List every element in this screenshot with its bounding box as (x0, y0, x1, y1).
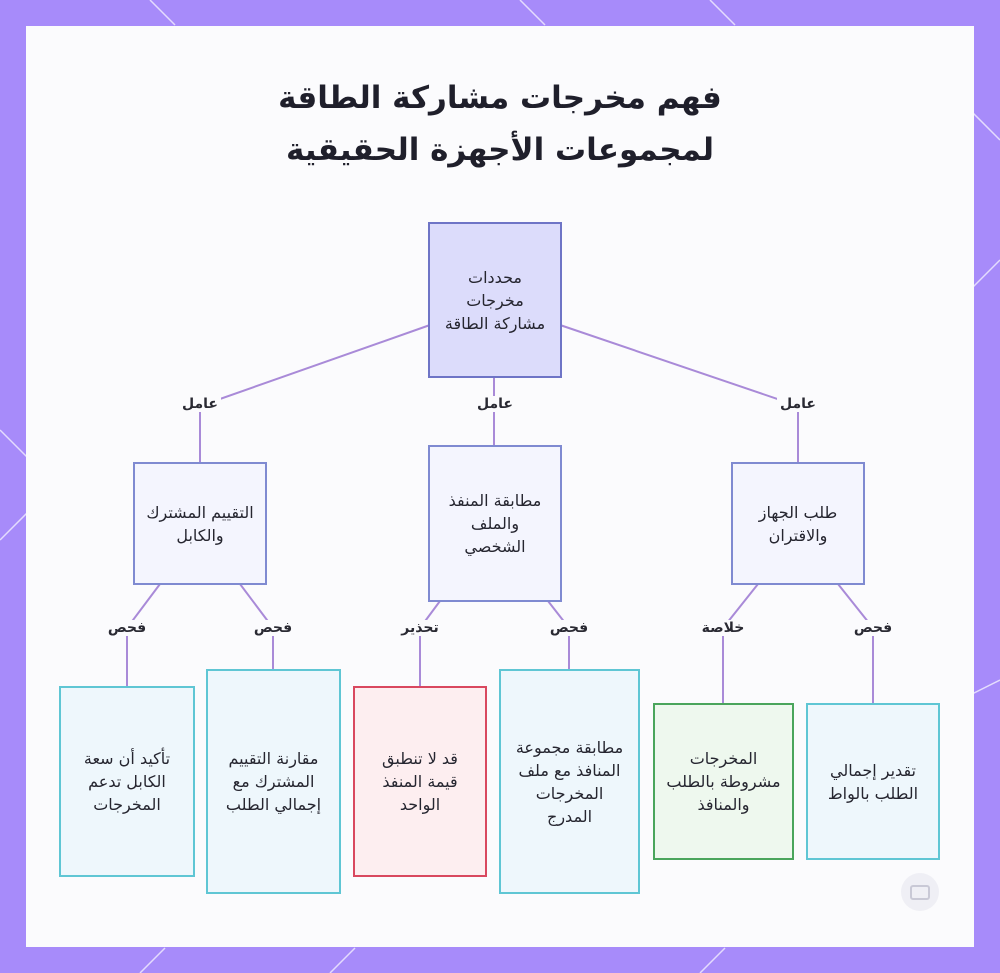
warning-single-port-value-label: قد لا تنطبق قيمة المنفذ الواحد (382, 749, 458, 814)
conclusion-conditional-output: المخرجات مشروطة بالطلب والمنافذ (653, 703, 794, 860)
factor-shared-rating: التقييم المشترك والكابل (133, 462, 267, 585)
warning-single-port-value: قد لا تنطبق قيمة المنفذ الواحد (353, 686, 487, 877)
title-line-1: فهم مخرجات مشاركة الطاقة (278, 80, 722, 116)
title-line-2: لمجموعات الأجهزة الحقيقية (286, 132, 714, 168)
edge-port-warning (419, 600, 441, 687)
edge-label-warning: تحذير (398, 620, 442, 636)
check-watt-estimate: تقدير إجمالي الطلب بالواط (806, 703, 940, 860)
check-cable-capacity: تأكيد أن سعة الكابل تدعم المخرجات (59, 686, 195, 877)
edge-device-watt (837, 583, 874, 704)
root-node: محددات مخرجات مشاركة الطاقة (428, 222, 562, 378)
edge-root-device (559, 324, 799, 463)
edge-label-factor-right: عامل (777, 396, 819, 412)
edge-label-factor-left: عامل (179, 396, 221, 412)
factor-shared-rating-label: التقييم المشترك والكابل (146, 502, 254, 545)
edge-label-check-watt: فحص (850, 620, 896, 636)
root-node-label: محددات مخرجات مشاركة الطاقة (444, 267, 546, 333)
factor-port-profile-label: مطابقة المنفذ والملف الشخصي (448, 491, 542, 556)
factor-port-profile: مطابقة المنفذ والملف الشخصي (428, 445, 562, 602)
check-cable-capacity-label: تأكيد أن سعة الكابل تدعم المخرجات (83, 749, 171, 814)
edge-device-conclusion (722, 583, 759, 704)
edge-root-shared (199, 324, 431, 463)
check-match-port-group-label: مطابقة مجموعة المنافذ مع ملف المخرجات ال… (515, 737, 624, 826)
edge-label-check-match: فحص (546, 620, 592, 636)
conclusion-conditional-output-label: المخرجات مشروطة بالطلب والمنافذ (666, 749, 781, 814)
edge-label-factor-center: عامل (474, 396, 516, 412)
check-watt-estimate-label: تقدير إجمالي الطلب بالواط (827, 760, 919, 803)
edge-label-check-cable: فحص (104, 620, 150, 636)
edge-label-check-compare: فحص (250, 620, 296, 636)
edge-label-summary: خلاصة (698, 620, 748, 636)
check-match-port-group: مطابقة مجموعة المنافذ مع ملف المخرجات ال… (499, 669, 640, 894)
watermark-icon (901, 873, 939, 911)
factor-device-request: طلب الجهاز والاقتران (731, 462, 865, 585)
check-compare-rating-label: مقارنة التقييم المشترك مع إجمالي الطلب (225, 749, 322, 814)
factor-device-request-label: طلب الجهاز والاقتران (758, 502, 838, 545)
check-compare-rating: مقارنة التقييم المشترك مع إجمالي الطلب (206, 669, 341, 894)
